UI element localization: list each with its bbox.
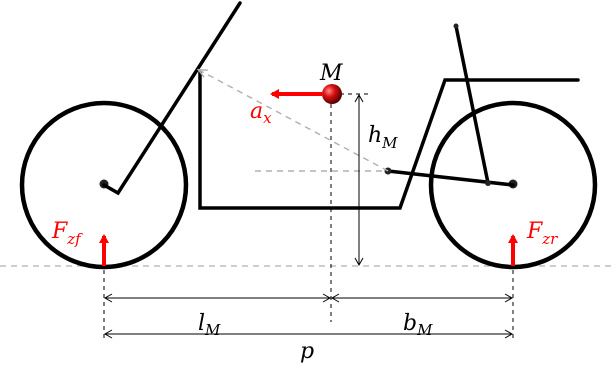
acceleration-label: ax	[250, 99, 272, 127]
height-label-sub: M	[381, 134, 398, 152]
main-frame	[198, 70, 580, 210]
front-force-label-main: F	[51, 219, 68, 244]
front-force-label-sub: zf	[66, 230, 83, 248]
front-fork	[102, 1, 242, 196]
height-label-main: h	[368, 123, 382, 148]
rear-strut	[454, 24, 490, 185]
mass-label: M	[319, 61, 343, 86]
rear-distance-label: bM	[403, 311, 433, 339]
rear-distance-label-main: b	[403, 311, 417, 336]
wheelbase-label: p	[300, 339, 314, 364]
frame	[102, 1, 580, 210]
acceleration-line	[199, 70, 389, 172]
rear-force-label-main: F	[526, 219, 543, 244]
acceleration-label-sub: x	[263, 109, 272, 127]
front-wheel	[19, 100, 189, 270]
rear-force-label: Fzr	[526, 219, 558, 248]
rear-wheel	[428, 100, 598, 270]
height-label: hM	[368, 123, 398, 152]
front-distance-label: lM	[198, 311, 221, 339]
mass-ball	[322, 84, 342, 104]
front-distance-label-main: l	[198, 311, 205, 336]
rear-force-label-sub: zr	[541, 230, 558, 248]
strut-joint	[485, 180, 491, 186]
rear-distance-label-sub: M	[416, 321, 433, 339]
front-force-label: Fzf	[51, 219, 83, 248]
strut-top	[453, 23, 459, 29]
front-distance-label-sub: M	[204, 321, 221, 339]
acceleration-label-main: a	[250, 99, 263, 124]
swing-arm	[386, 169, 515, 187]
